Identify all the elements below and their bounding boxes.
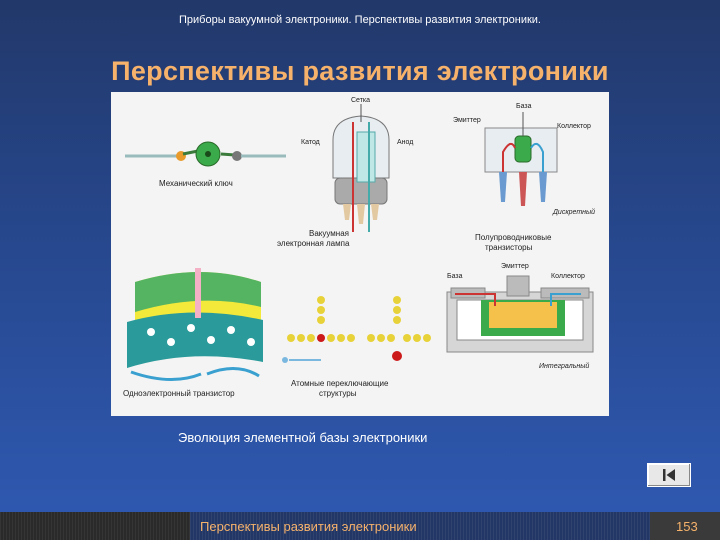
integrated-transistor-illustration: База Эмиттер Коллектор Интегральный — [446, 263, 594, 370]
footer-title: Перспективы развития электроники — [200, 519, 417, 534]
discrete-transistor-illustration: Эмиттер База Коллектор Дискретный Полупр… — [453, 103, 595, 252]
vacuum-tube-illustration: Сетка Катод Анод Вакуумная электронная л… — [277, 97, 413, 248]
footer-right-panel — [650, 512, 720, 540]
go-to-first-slide-button[interactable] — [647, 463, 691, 487]
label-cathode: Катод — [301, 139, 320, 146]
label-base: База — [516, 103, 532, 110]
label-semi-2: транзисторы — [485, 243, 533, 252]
label-grid: Сетка — [351, 97, 370, 104]
label-atomic-2: структуры — [319, 389, 357, 398]
label-collector: Коллектор — [557, 123, 591, 130]
label-base-2: База — [447, 273, 463, 280]
label-vacuum-lamp-2: электронная лампа — [277, 239, 350, 248]
label-emitter: Эмиттер — [453, 117, 481, 124]
label-atomic-1: Атомные переключающие — [291, 379, 389, 388]
single-electron-transistor-illustration: Одноэлектронный транзистор — [123, 268, 263, 398]
label-integrated: Интегральный — [539, 362, 589, 370]
label-anode: Анод — [397, 139, 413, 146]
mechanical-key-illustration: Механический ключ — [125, 141, 286, 188]
label-collector-2: Коллектор — [551, 273, 585, 280]
atomic-switch-illustration: Атомные переключающие структуры — [282, 296, 431, 398]
label-emitter-2: Эмиттер — [501, 263, 529, 270]
slide-title: Перспективы развития электроники — [111, 56, 609, 86]
footer: Перспективы развития электроники 153 — [0, 512, 720, 540]
footer-left-panel — [0, 512, 190, 540]
figure-caption: Эволюция элементной базы электроники — [178, 430, 428, 445]
label-semi-1: Полупроводниковые — [475, 233, 552, 242]
label-vacuum-lamp-1: Вакуумная — [309, 229, 349, 238]
label-discrete: Дискретный — [552, 208, 595, 216]
evolution-figure: Механический ключ Сетка Катод Анод Вакуу… — [111, 92, 609, 416]
skip-to-first-icon — [663, 469, 675, 481]
footer-middle-panel — [190, 512, 650, 540]
label-mech-key: Механический ключ — [159, 179, 233, 188]
label-single-electron: Одноэлектронный транзистор — [123, 389, 235, 398]
page-number: 153 — [676, 519, 698, 534]
header-caption: Приборы вакуумной электроники. Перспекти… — [178, 14, 541, 26]
